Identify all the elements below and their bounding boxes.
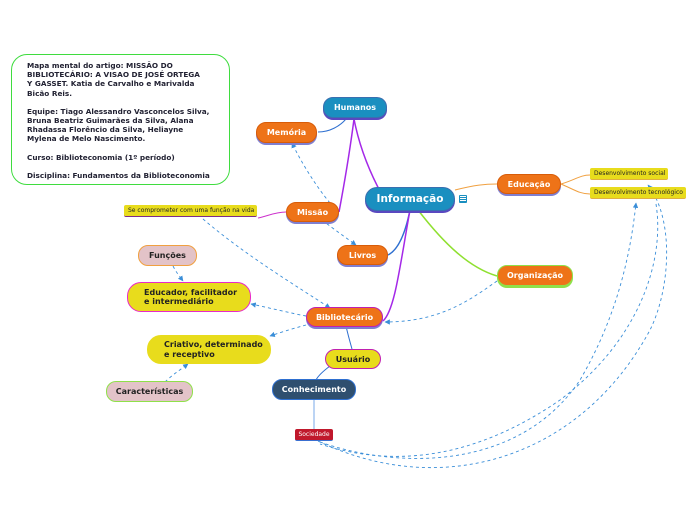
link-usuario-conhecimento <box>315 365 331 381</box>
notes-box: Mapa mental do artigo: MISSÃO DO BIBLIOT… <box>11 54 230 185</box>
node-educacao-label: Educação <box>507 179 551 189</box>
node-informacao[interactable]: Informação <box>365 187 455 211</box>
rel-organizacao-bibliotecario <box>384 280 498 325</box>
node-humanos-label: Humanos <box>333 103 377 112</box>
node-desenvolvimento-tecnologico[interactable]: Desenvolvimento tecnológico <box>590 187 686 199</box>
node-usuario[interactable]: Usuário <box>325 349 381 369</box>
node-usuario-label: Usuário <box>335 354 371 364</box>
link-educacao-desenvolvimento-tecnologico <box>560 183 591 195</box>
rel-funcoes-educador <box>172 265 184 282</box>
node-memoria[interactable]: Memória <box>256 122 317 143</box>
node-humanos[interactable]: Humanos <box>323 97 387 118</box>
node-desenvolvimento-social[interactable]: Desenvolvimento social <box>590 168 668 180</box>
node-educacao[interactable]: Educação <box>497 174 561 194</box>
node-sociedade-label: Sociedade <box>298 431 330 438</box>
node-compromisso-label: Se comprometer com uma função na vida <box>128 207 255 214</box>
rel-caracteristicas-criativo <box>164 363 189 383</box>
node-livros[interactable]: Livros <box>337 245 388 265</box>
node-missao[interactable]: Missão <box>286 202 339 222</box>
node-bibliotecario[interactable]: Bibliotecário <box>306 307 383 327</box>
link-informacao-educacao <box>454 183 498 191</box>
link-humanos-memoria <box>317 118 347 133</box>
node-organizacao-label: Organização <box>507 271 563 280</box>
link-missao-compromisso <box>257 211 287 219</box>
notes-course: Curso: Biblioteconomia (1º período) <box>27 152 175 162</box>
rel-desenvolvimento-tecnologico-sociedade <box>319 203 659 457</box>
node-desenvolvimento-tecnologico-label: Desenvolvimento tecnológico <box>594 189 683 196</box>
rel-missao-livros <box>321 219 357 246</box>
link-informacao-organizacao <box>417 209 498 277</box>
link-bibliotecario-usuario <box>345 325 353 350</box>
rel-bibliotecario-criativo <box>269 324 307 338</box>
node-informacao-label: Informação <box>376 193 444 205</box>
node-caracteristicas[interactable]: Características <box>106 381 193 402</box>
notes-discipline: Disciplina: Fundamentos da Biblioteconom… <box>27 170 210 180</box>
node-educador[interactable]: Educador, facilitador e intermediário <box>127 282 251 312</box>
rel-bibliotecario-educador <box>250 302 307 317</box>
notes-icon[interactable] <box>459 195 467 203</box>
node-funcoes[interactable]: Funções <box>138 245 197 266</box>
rel-missao-memoria <box>291 142 331 204</box>
node-caracteristicas-label: Características <box>115 387 184 396</box>
node-bibliotecario-label: Bibliotecário <box>315 312 374 322</box>
node-sociedade[interactable]: Sociedade <box>295 429 333 441</box>
node-conhecimento-label: Conhecimento <box>281 385 347 394</box>
node-conhecimento[interactable]: Conhecimento <box>272 379 356 400</box>
node-compromisso[interactable]: Se comprometer com uma função na vida <box>124 205 257 217</box>
node-educador-label: Educador, facilitador e intermediário <box>144 287 238 307</box>
node-missao-label: Missão <box>296 207 329 217</box>
rel-compromisso-bibliotecario <box>202 218 331 309</box>
link-educacao-desenvolvimento-social <box>560 174 591 185</box>
node-criativo-label: Criativo, determinado e receptivo <box>164 340 263 359</box>
notes-team: Equipe: Tiago Alessandro Vasconcelos Sil… <box>27 106 210 144</box>
node-livros-label: Livros <box>348 250 377 260</box>
rel-sociedade-desenvolvimento-social <box>317 184 668 468</box>
node-criativo[interactable]: Criativo, determinado e receptivo <box>147 335 271 364</box>
node-memoria-label: Memória <box>266 128 307 137</box>
link-informacao-bibliotecario <box>382 209 411 322</box>
link-humanos-missao <box>338 118 355 213</box>
node-funcoes-label: Funções <box>149 251 186 260</box>
notes-title: Mapa mental do artigo: MISSÃO DO BIBLIOT… <box>27 61 200 98</box>
node-organizacao[interactable]: Organização <box>497 265 573 286</box>
node-desenvolvimento-social-label: Desenvolvimento social <box>594 170 666 177</box>
rel-sociedade-desenvolvimento-tecnologico <box>319 202 639 459</box>
